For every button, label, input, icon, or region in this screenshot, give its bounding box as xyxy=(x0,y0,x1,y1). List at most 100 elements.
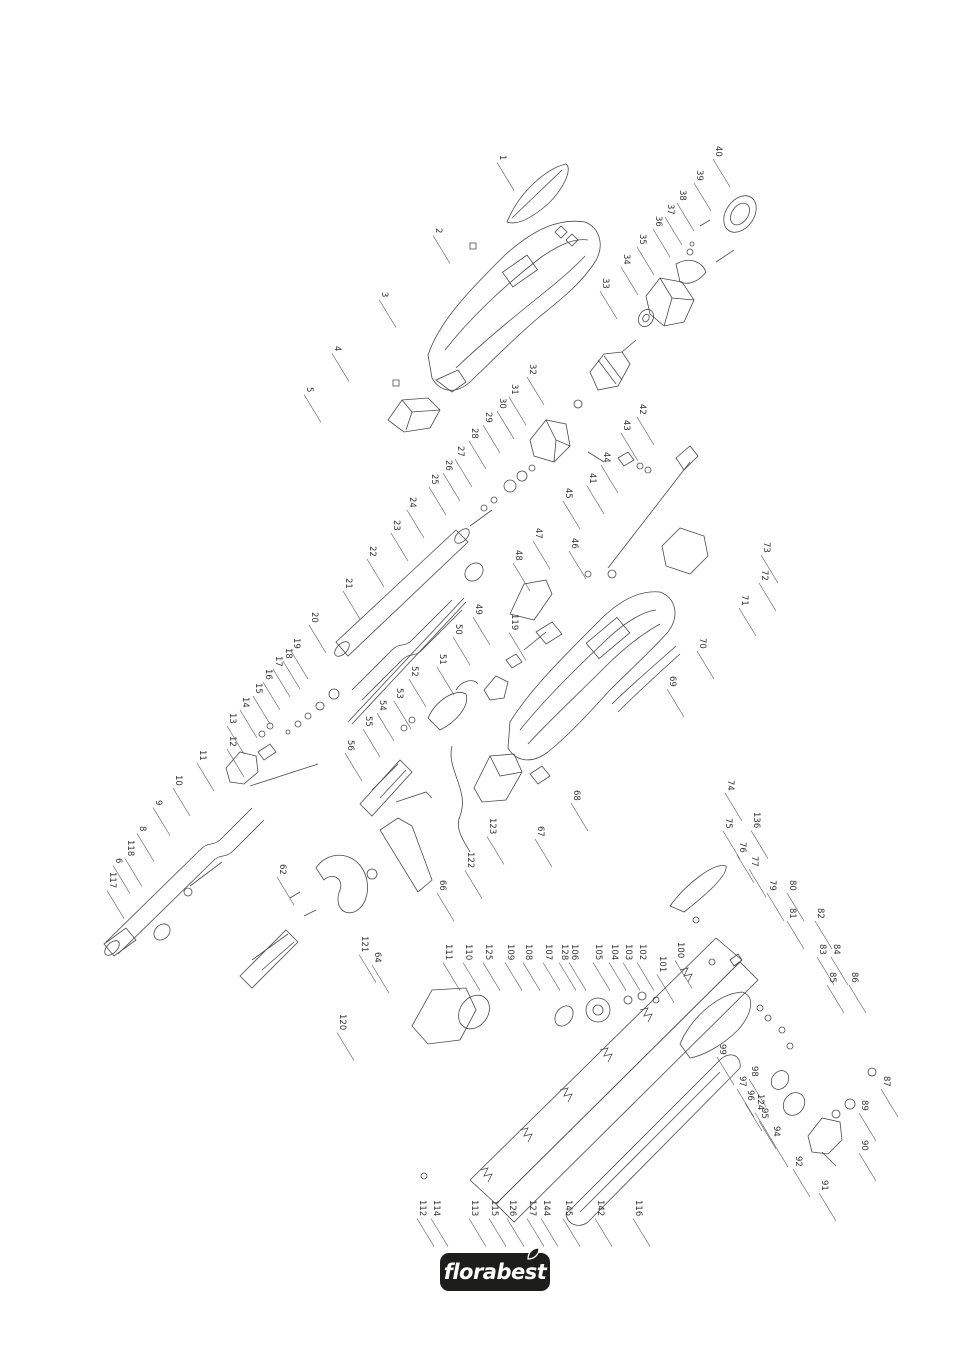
leader-line xyxy=(532,540,551,570)
leader-line xyxy=(599,290,618,320)
leader-line xyxy=(496,410,515,440)
leader-line xyxy=(124,858,143,887)
part-label-84: 84 xyxy=(831,944,841,955)
part-label-144: 144 xyxy=(541,1200,551,1216)
part-label-9: 9 xyxy=(153,800,163,805)
leader-line xyxy=(750,830,769,859)
leader-line xyxy=(442,472,461,502)
leader-line xyxy=(442,962,461,991)
part-label-25: 25 xyxy=(429,474,439,485)
part-label-68: 68 xyxy=(571,790,581,801)
part-label-118: 118 xyxy=(125,840,135,856)
leader-line xyxy=(712,158,731,188)
leader-line xyxy=(468,1218,487,1247)
part-label-136: 136 xyxy=(751,812,761,828)
part-label-6: 6 xyxy=(113,858,123,863)
part-labels: 1 2 3 4 5 6 8 9 10 11 12 13 14 15 16 17 … xyxy=(107,146,891,1216)
leader-line xyxy=(754,1112,773,1141)
part-label-77: 77 xyxy=(749,856,759,867)
leader-line xyxy=(488,1218,507,1247)
leader-line xyxy=(534,838,553,868)
leader-line xyxy=(636,416,655,446)
leader-line xyxy=(262,681,281,711)
leader-line xyxy=(540,1218,559,1247)
part-label-27: 27 xyxy=(455,446,465,457)
part-label-67: 67 xyxy=(535,826,545,837)
leader-line xyxy=(428,486,447,516)
leader-line xyxy=(252,695,271,725)
leader-line xyxy=(454,458,473,488)
leader-line xyxy=(464,870,483,899)
part-label-76: 76 xyxy=(737,842,747,853)
leader-line xyxy=(562,500,581,530)
part-label-29: 29 xyxy=(483,412,493,423)
part-label-80: 80 xyxy=(787,880,797,891)
leader-line xyxy=(393,700,412,730)
leader-line xyxy=(512,562,531,592)
part-label-71: 71 xyxy=(739,595,749,606)
leader-line xyxy=(290,650,309,680)
part-label-56: 56 xyxy=(345,740,355,751)
housing-cover-group xyxy=(387,163,601,433)
leader-line xyxy=(632,1218,651,1247)
part-label-44: 44 xyxy=(601,452,611,463)
leader-line xyxy=(758,1120,777,1150)
part-label-35: 35 xyxy=(637,234,647,245)
part-label-123: 123 xyxy=(487,818,497,834)
part-label-47: 47 xyxy=(533,528,543,539)
part-label-10: 10 xyxy=(173,775,183,786)
part-label-97: 97 xyxy=(737,1076,747,1087)
part-label-104: 104 xyxy=(609,944,619,960)
leader-line xyxy=(106,890,125,919)
leader-line xyxy=(880,1088,899,1118)
leader-line xyxy=(416,1218,435,1247)
leader-line xyxy=(239,709,258,739)
part-label-3: 3 xyxy=(379,292,389,297)
part-label-21: 21 xyxy=(343,578,353,589)
part-label-89: 89 xyxy=(859,1100,869,1111)
part-label-92: 92 xyxy=(793,1156,803,1167)
leader-line xyxy=(508,396,527,426)
part-label-145: 145 xyxy=(563,1200,573,1216)
part-label-86: 86 xyxy=(849,972,859,983)
part-label-22: 22 xyxy=(367,546,377,557)
part-label-11: 11 xyxy=(197,750,207,761)
leader-line xyxy=(736,854,755,884)
part-label-31: 31 xyxy=(509,384,519,395)
part-label-69: 69 xyxy=(667,676,677,687)
leader-line xyxy=(818,1192,837,1222)
part-label-41: 41 xyxy=(587,473,597,484)
part-label-73: 73 xyxy=(761,542,771,553)
leader-line xyxy=(452,636,471,666)
part-label-34: 34 xyxy=(621,254,631,265)
part-label-16: 16 xyxy=(263,669,273,680)
leader-line xyxy=(504,962,523,991)
leader-line xyxy=(722,830,741,860)
leader-line xyxy=(696,650,715,680)
leader-line xyxy=(620,266,639,296)
leader-line xyxy=(526,376,545,406)
part-label-96: 96 xyxy=(745,1090,755,1101)
leader-line xyxy=(594,1218,613,1247)
leader-line xyxy=(496,162,515,191)
leader-line xyxy=(508,632,527,661)
leader-line xyxy=(522,962,541,991)
leader-line xyxy=(568,962,587,991)
leader-line xyxy=(462,962,481,991)
leader-line xyxy=(814,920,833,950)
leader-line xyxy=(344,752,363,782)
leader-line xyxy=(620,432,639,462)
part-label-117: 117 xyxy=(107,872,117,888)
leader-lines xyxy=(106,158,899,1247)
part-label-12: 12 xyxy=(227,736,237,747)
leader-line xyxy=(276,876,295,906)
part-label-112: 112 xyxy=(417,1200,427,1216)
part-label-116: 116 xyxy=(633,1200,643,1216)
leader-line xyxy=(816,956,835,986)
part-label-14: 14 xyxy=(240,697,250,708)
leader-line xyxy=(858,1152,877,1182)
florabest-logo: florabest xyxy=(440,1247,550,1291)
leader-line xyxy=(558,962,577,991)
leader-line xyxy=(308,624,327,654)
